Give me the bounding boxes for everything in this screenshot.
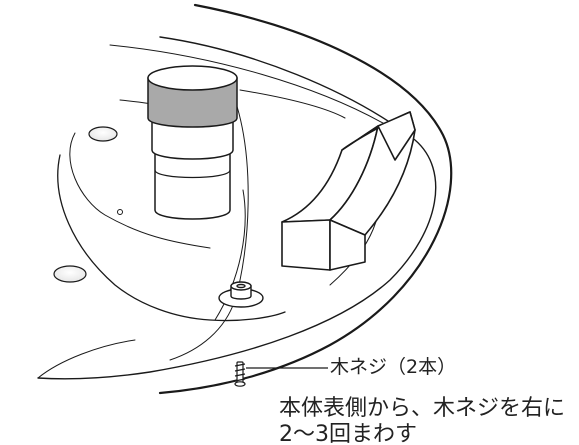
instruction-line-1: 本体表側から、木ネジを右に xyxy=(279,396,566,421)
wood-screw-icon xyxy=(234,361,246,387)
center-plate-edge xyxy=(37,339,136,379)
body-inner-arc-3 xyxy=(214,189,246,321)
knob-icon xyxy=(147,65,238,220)
body-rim-inner-edge xyxy=(37,36,437,380)
spacer-block-icon xyxy=(281,111,416,271)
body-outer-rim xyxy=(158,3,453,395)
groove-line-1 xyxy=(109,44,396,131)
instruction-text: 本体表側から、木ネジを右に 2〜3回まわす xyxy=(279,396,579,445)
instruction-line-2: 2〜3回まわす xyxy=(279,422,417,445)
groove-line-2 xyxy=(239,89,346,119)
mount-hole-lower xyxy=(53,265,87,283)
screw-label: 木ネジ（2本） xyxy=(330,356,457,378)
small-pin xyxy=(117,209,123,215)
center-plate-outline xyxy=(57,154,286,322)
nut-boss-icon xyxy=(218,281,264,308)
body-inner-arc xyxy=(69,132,211,249)
mount-hole-upper xyxy=(88,126,118,142)
